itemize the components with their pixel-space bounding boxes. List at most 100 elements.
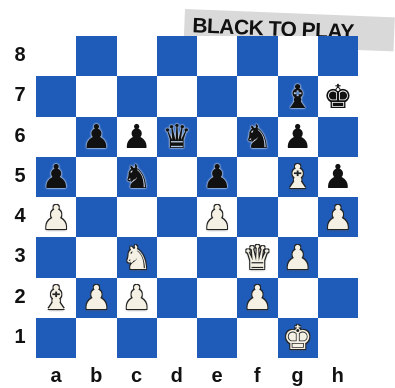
square-c1[interactable]	[117, 318, 157, 358]
square-a4[interactable]: ♟	[36, 197, 76, 237]
rank-label: 8	[10, 44, 30, 67]
square-b3[interactable]	[76, 237, 116, 277]
white-bishop-icon[interactable]: ♝	[41, 281, 71, 314]
square-c7[interactable]	[117, 76, 157, 116]
square-c2[interactable]: ♟	[117, 278, 157, 318]
square-a7[interactable]	[36, 76, 76, 116]
file-label: d	[157, 365, 197, 388]
square-b8[interactable]	[76, 36, 116, 76]
square-a6[interactable]	[36, 117, 76, 157]
square-g6[interactable]: ♟	[278, 117, 318, 157]
white-queen-icon[interactable]: ♛	[243, 241, 273, 274]
square-f3[interactable]: ♛	[237, 237, 277, 277]
rank-label: 1	[10, 326, 30, 349]
square-g7[interactable]: ♝	[278, 76, 318, 116]
square-a2[interactable]: ♝	[36, 278, 76, 318]
square-g1[interactable]: ♚	[278, 318, 318, 358]
square-a3[interactable]	[36, 237, 76, 277]
square-f8[interactable]	[237, 36, 277, 76]
square-c4[interactable]	[117, 197, 157, 237]
square-h8[interactable]	[318, 36, 358, 76]
square-d5[interactable]	[157, 157, 197, 197]
square-h2[interactable]	[318, 278, 358, 318]
black-knight-icon[interactable]: ♞	[122, 160, 152, 193]
file-label: g	[278, 365, 318, 388]
black-king-icon[interactable]: ♚	[323, 80, 353, 113]
white-pawn-icon[interactable]: ♟	[122, 281, 152, 314]
white-pawn-icon[interactable]: ♟	[323, 201, 353, 234]
square-d3[interactable]	[157, 237, 197, 277]
square-f1[interactable]	[237, 318, 277, 358]
square-e6[interactable]	[197, 117, 237, 157]
white-pawn-icon[interactable]: ♟	[243, 281, 273, 314]
black-queen-icon[interactable]: ♛	[162, 120, 192, 153]
square-a1[interactable]	[36, 318, 76, 358]
black-bishop-icon[interactable]: ♝	[283, 80, 313, 113]
square-b6[interactable]: ♟	[76, 117, 116, 157]
white-king-icon[interactable]: ♚	[283, 321, 313, 354]
square-a8[interactable]	[36, 36, 76, 76]
square-e7[interactable]	[197, 76, 237, 116]
square-e2[interactable]	[197, 278, 237, 318]
square-h7[interactable]: ♚	[318, 76, 358, 116]
square-d7[interactable]	[157, 76, 197, 116]
white-knight-icon[interactable]: ♞	[122, 241, 152, 274]
square-b1[interactable]	[76, 318, 116, 358]
square-b4[interactable]	[76, 197, 116, 237]
black-pawn-icon[interactable]: ♟	[202, 160, 232, 193]
square-d6[interactable]: ♛	[157, 117, 197, 157]
square-g3[interactable]: ♟	[278, 237, 318, 277]
file-label: f	[237, 365, 277, 388]
square-e5[interactable]: ♟	[197, 157, 237, 197]
file-label: e	[197, 365, 237, 388]
square-e3[interactable]	[197, 237, 237, 277]
square-c5[interactable]: ♞	[117, 157, 157, 197]
square-c6[interactable]: ♟	[117, 117, 157, 157]
square-g5[interactable]: ♝	[278, 157, 318, 197]
square-f7[interactable]	[237, 76, 277, 116]
square-h5[interactable]: ♟	[318, 157, 358, 197]
file-label: h	[318, 365, 358, 388]
square-h6[interactable]	[318, 117, 358, 157]
square-e4[interactable]: ♟	[197, 197, 237, 237]
square-d1[interactable]	[157, 318, 197, 358]
chess-board[interactable]: ♝ ♚ ♟ ♟ ♛ ♞ ♟ ♟ ♞ ♟ ♝ ♟ ♟ ♟ ♟ ♞ ♛ ♟ ♝ ♟ ♟ ♟ ♚	[36, 36, 358, 358]
white-pawn-icon[interactable]: ♟	[41, 201, 71, 234]
white-pawn-icon[interactable]: ♟	[202, 201, 232, 234]
rank-label: 2	[10, 286, 30, 309]
square-d8[interactable]	[157, 36, 197, 76]
white-pawn-icon[interactable]: ♟	[82, 281, 112, 314]
square-h4[interactable]: ♟	[318, 197, 358, 237]
square-a5[interactable]: ♟	[36, 157, 76, 197]
rank-label: 6	[10, 125, 30, 148]
file-label: a	[36, 365, 76, 388]
square-b7[interactable]	[76, 76, 116, 116]
square-h3[interactable]	[318, 237, 358, 277]
black-pawn-icon[interactable]: ♟	[82, 120, 112, 153]
square-d2[interactable]	[157, 278, 197, 318]
square-f5[interactable]	[237, 157, 277, 197]
square-g4[interactable]	[278, 197, 318, 237]
square-e8[interactable]	[197, 36, 237, 76]
square-d4[interactable]	[157, 197, 197, 237]
square-g8[interactable]	[278, 36, 318, 76]
black-pawn-icon[interactable]: ♟	[41, 160, 71, 193]
square-f4[interactable]	[237, 197, 277, 237]
black-pawn-icon[interactable]: ♟	[283, 120, 313, 153]
white-bishop-icon[interactable]: ♝	[283, 160, 313, 193]
square-b5[interactable]	[76, 157, 116, 197]
rank-label: 7	[10, 84, 30, 107]
black-pawn-icon[interactable]: ♟	[323, 160, 353, 193]
square-h1[interactable]	[318, 318, 358, 358]
square-c3[interactable]: ♞	[117, 237, 157, 277]
white-pawn-icon[interactable]: ♟	[283, 241, 313, 274]
square-b2[interactable]: ♟	[76, 278, 116, 318]
black-pawn-icon[interactable]: ♟	[122, 120, 152, 153]
square-f2[interactable]: ♟	[237, 278, 277, 318]
rank-label: 5	[10, 165, 30, 188]
square-g2[interactable]	[278, 278, 318, 318]
black-knight-icon[interactable]: ♞	[243, 120, 273, 153]
square-e1[interactable]	[197, 318, 237, 358]
square-c8[interactable]	[117, 36, 157, 76]
square-f6[interactable]: ♞	[237, 117, 277, 157]
